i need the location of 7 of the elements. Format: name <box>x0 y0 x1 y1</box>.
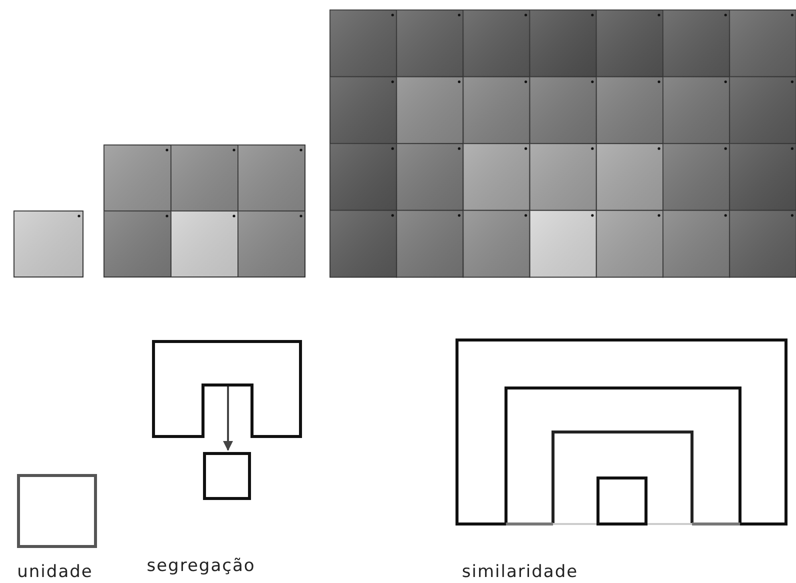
arrow <box>223 385 233 451</box>
caption: unidade <box>17 562 93 582</box>
square-outline <box>203 452 251 500</box>
caption: similaridade <box>462 562 578 582</box>
u-shape-outline <box>152 340 302 438</box>
square-outline <box>17 474 97 548</box>
caption: segregação <box>146 556 256 576</box>
